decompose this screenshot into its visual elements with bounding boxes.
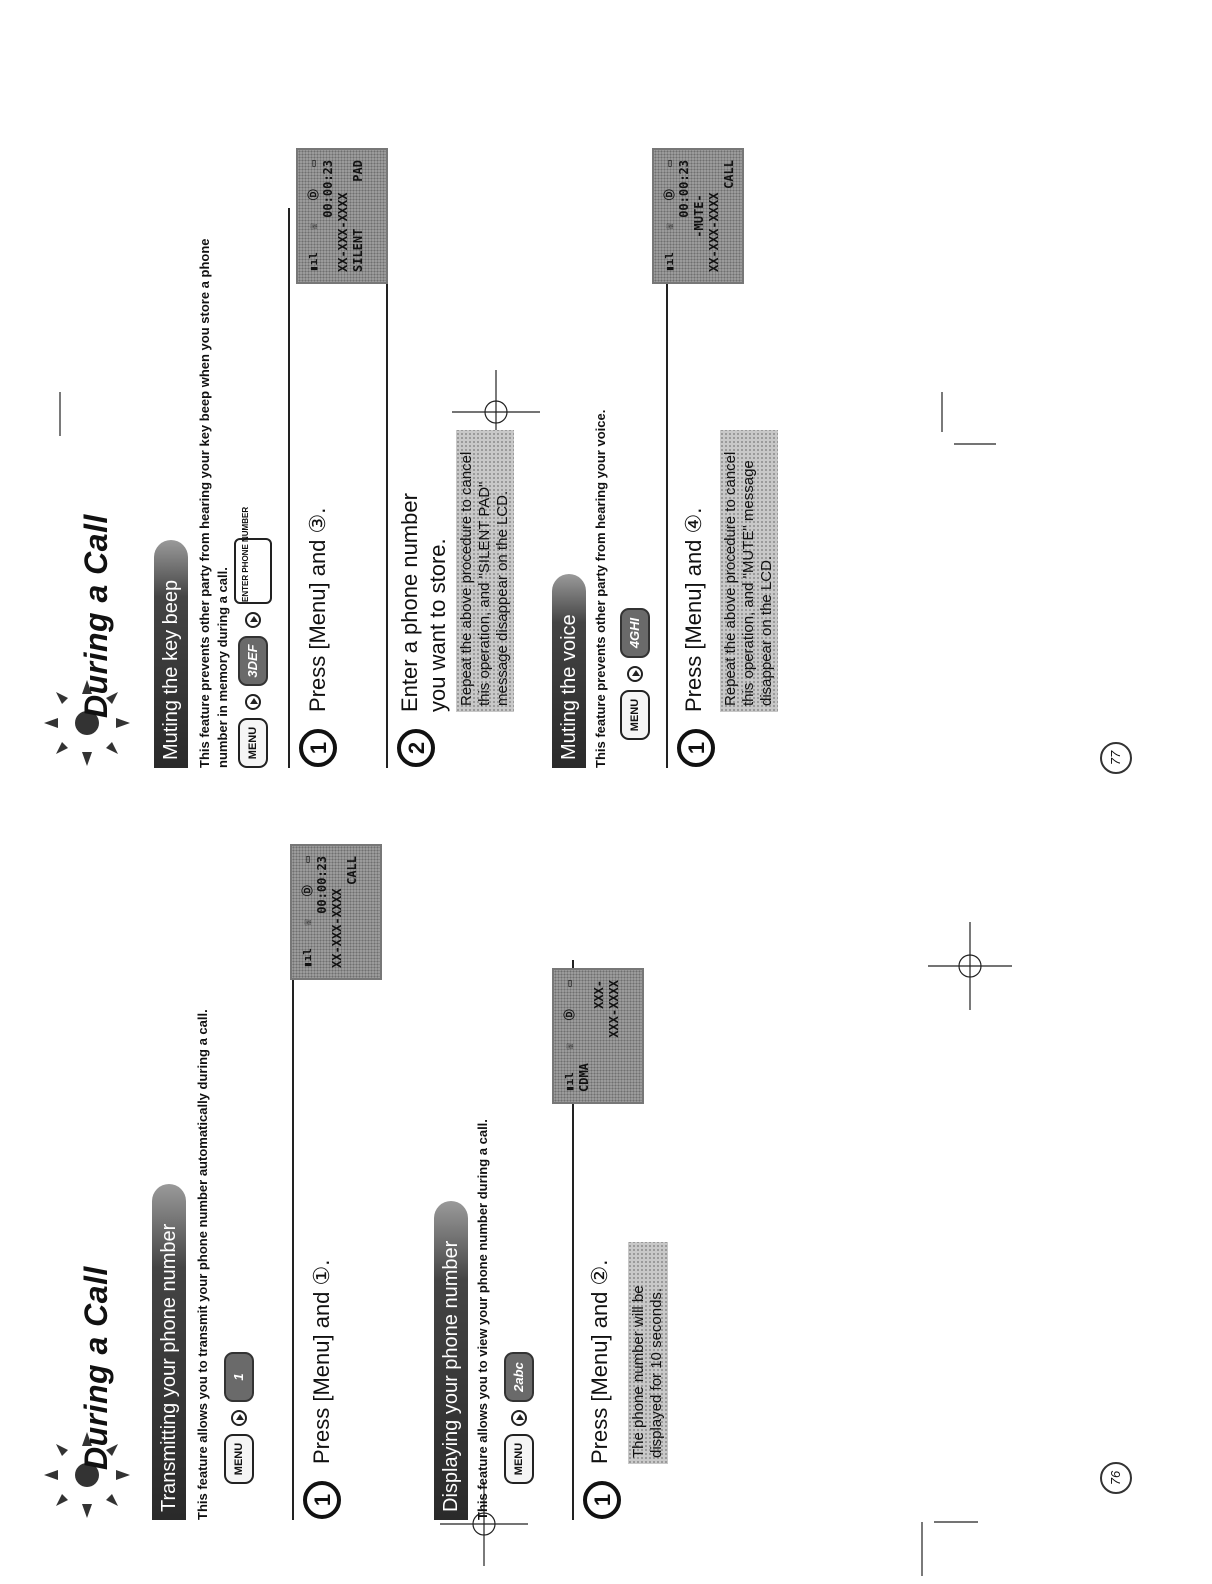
lcd-time: 00:00:23 [315,856,329,914]
divider [288,208,290,768]
svg-text:1: 1 [310,1494,335,1506]
note: The phone number will be displayed for 1… [628,1242,668,1464]
phone-icon: ☏ [663,222,676,230]
divider [386,208,388,768]
arrow-icon [245,612,261,628]
page-number: 76 [1100,1462,1132,1494]
sun-icon [44,680,130,766]
lcd-line: CALL [345,856,359,885]
lcd-screen: ▮ıl ☏ Ⓓ ▭ 00:00:23 XX-XXX-XXXX SILENT PAD [296,148,388,284]
phone-icon: ☏ [301,918,314,926]
key-sequence: MENU 3DEF ENTER PHONE NUMBER [234,507,272,768]
key-sequence: MENU 4GHI [620,608,650,740]
arrow-icon [245,694,261,710]
page-title: During a Call [78,514,114,718]
signal-icon: ▮ıl [307,252,320,272]
section-intro: This feature prevents other party from h… [197,238,230,768]
menu-key-icon: MENU [238,718,268,768]
key-sequence: MENU 2abc [504,1352,534,1484]
lcd-line: -MUTE- [692,194,706,238]
battery-icon: ▭ [307,160,320,167]
lcd-screen: ▮ıl ☏ Ⓓ ▭ 00:00:23 XX-XXX-XXXX CALL [290,844,382,980]
lcd-line: XX-XXX-XXXX [336,192,350,272]
section-intro: This feature prevents other party from h… [593,409,608,768]
phone-icon: ☏ [563,1042,576,1050]
section-heading: Displaying your phone number [434,1200,468,1520]
number-key-icon: 4GHI [620,608,650,658]
step-number-icon: 2 [397,729,435,767]
section-heading: Transmitting your phone number [152,1183,186,1520]
lcd-line: XX-XXX-XXXX [707,192,721,272]
step-text: Press [Menu] and ①. [309,1259,334,1464]
d-icon: Ⓓ [301,885,314,897]
lcd-line: CALL [722,160,736,189]
number-key-icon: 2abc [504,1352,534,1402]
battery-icon: ▭ [563,980,576,987]
svg-text:1: 1 [590,1494,615,1506]
arrow-icon [627,666,643,682]
lcd-line: PAD [351,160,365,182]
step-number-icon: 1 [303,1481,341,1519]
svg-text:1: 1 [684,742,709,754]
section-heading: Muting the key beep [154,539,188,768]
step-text: Press [Menu] and ③. [305,507,330,712]
lcd-line: XX-XXX-XXXX [330,888,344,968]
svg-text:1: 1 [306,742,331,754]
lcd-line: XXX- [592,980,606,1009]
lcd-line: XXX-XXXX [607,980,621,1038]
menu-key-icon: MENU [504,1434,534,1484]
d-icon: Ⓓ [563,1009,576,1021]
d-icon: Ⓓ [307,189,320,201]
sun-icon [44,1432,130,1518]
step-number-icon: 1 [299,729,337,767]
lcd-screen: ▮ıl ☏ Ⓓ ▭ CDMA XXX- XXX-XXXX [552,968,644,1104]
note: Repeat the above procedure to cancel thi… [720,430,778,712]
step-text: Enter a phone number you want to store. [397,493,450,712]
enter-phone-number-key-icon: ENTER PHONE NUMBER [234,507,272,604]
page-title: During a Call [78,1266,114,1470]
lcd-line: CDMA [577,1063,591,1092]
left-page: During a Call Transmitting your phone nu… [0,804,1212,1584]
page-number: 77 [1100,742,1132,774]
signal-icon: ▮ıl [563,1072,576,1092]
divider [292,960,294,1520]
step-number-icon: 1 [677,729,715,767]
number-key-icon: 1 [224,1352,254,1402]
step-text: Press [Menu] and ④. [681,507,706,712]
arrow-icon [231,1410,247,1426]
lcd-time: 00:00:23 [677,160,691,218]
lcd-screen: ▮ıl ☏ Ⓓ ▭ 00:00:23 -MUTE- XX-XXX-XXXX CALL [652,148,744,284]
phone-icon: ☏ [307,222,320,230]
divider [666,208,668,768]
d-icon: Ⓓ [663,189,676,201]
lcd-line: SILENT [351,228,365,272]
battery-icon: ▭ [663,160,676,167]
battery-icon: ▭ [301,856,314,863]
svg-text:2: 2 [404,742,429,754]
step-text: Press [Menu] and ②. [587,1259,612,1464]
signal-icon: ▮ıl [663,252,676,272]
right-page: During a Call Muting the key beep This f… [0,24,1212,804]
section-intro: This feature allows you to transmit your… [195,1009,210,1520]
key-sequence: MENU 1 [224,1352,254,1484]
menu-key-icon: MENU [620,690,650,740]
arrow-icon [511,1410,527,1426]
signal-icon: ▮ıl [301,948,314,968]
section-intro: This feature allows you to view your pho… [475,1119,490,1520]
note: Repeat the above procedure to cancel thi… [456,430,514,712]
section-heading: Muting the voice [552,574,586,768]
number-key-icon: 3DEF [238,636,268,686]
lcd-time: 00:00:23 [321,160,335,218]
step-number-icon: 1 [583,1481,621,1519]
menu-key-icon: MENU [224,1434,254,1484]
